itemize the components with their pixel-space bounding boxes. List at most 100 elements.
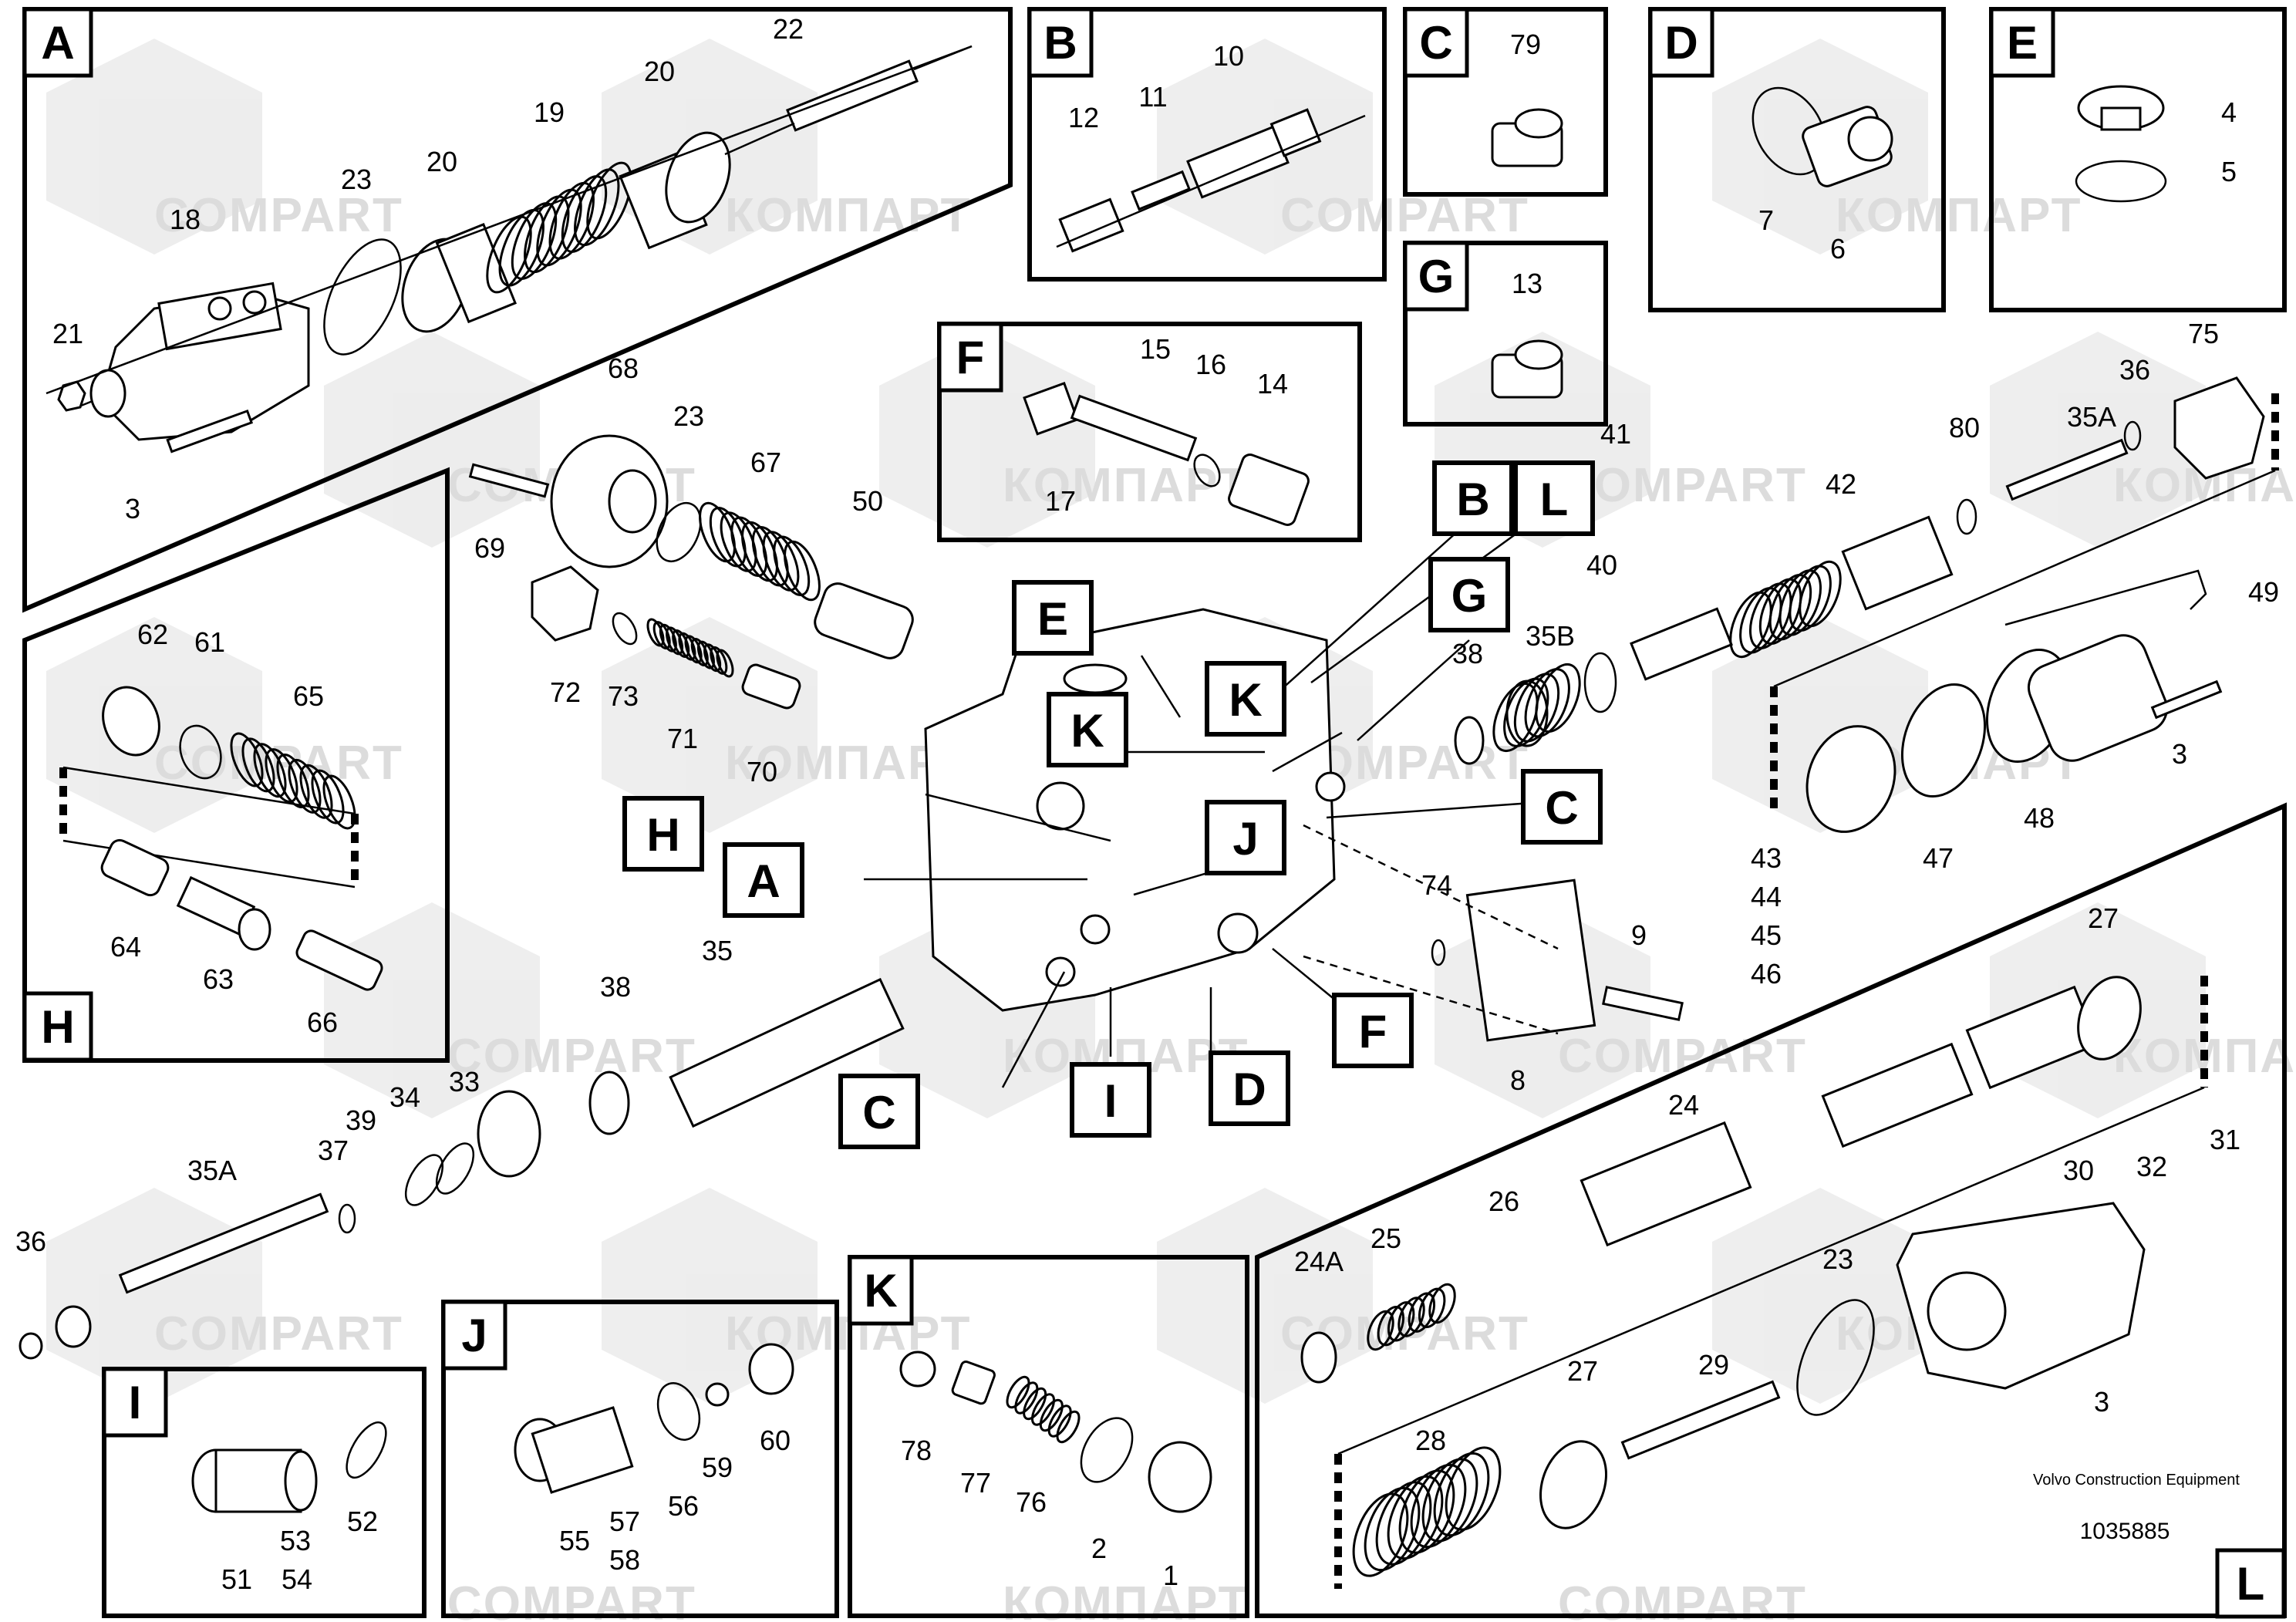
part-number-label: 42 [1826,468,1856,500]
part-number-label: 26 [1489,1185,1519,1217]
watermark-text: COMPART [154,189,403,242]
panel-g-letter: G [1418,251,1455,302]
panel-c-letter: C [1419,17,1452,69]
diagram-title: Volvo Construction Equipment [2033,1472,2240,1489]
part-number-label: 16 [1195,349,1226,380]
bolt-part [468,463,550,498]
callout-box [1012,580,1094,656]
part-number-label: 17 [1045,485,1076,517]
callout-letter: F [1359,1006,1387,1057]
watermark-text: КОМПАРТ [1836,189,2082,242]
part-number-label: 74 [1421,869,1452,901]
panel-d-letter: D [1664,17,1698,69]
bolt-part [2150,679,2223,720]
callout-letter: C [1545,782,1578,834]
poppet-part [951,1360,996,1405]
part-number-label: 37 [318,1135,349,1166]
bolt-part [166,409,254,454]
plug-part [1802,106,1893,187]
part-number-label: 38 [1452,638,1483,669]
callout-box [1521,769,1603,845]
part-number-label: 2 [1091,1533,1107,1564]
panel-i: I [102,1367,426,1618]
ball-part [899,1351,936,1388]
part-number-label: 35 [702,935,733,966]
o-ring-part [323,238,402,356]
part-number-label: 52 [347,1506,378,1537]
callout-box [622,796,704,872]
part-number-label: 35A [2067,401,2116,433]
panel-h-letter: H [41,1001,74,1053]
panel-e-letter: E [2007,17,2038,69]
seat-part [1539,1440,1608,1529]
part-number-label: 65 [293,680,324,712]
part-number-label: 51 [221,1563,252,1595]
panel-g: G [1403,241,1608,427]
washer-part [2075,160,2167,203]
part-number-label: 75 [2188,318,2219,349]
ring-part [435,1142,475,1195]
washer-part [1752,86,1827,176]
part-number-label: 3 [125,493,140,524]
part-number-label: 18 [170,204,201,235]
watermark-text: COMPART [154,1307,403,1361]
part-number-label: 35B [1526,620,1575,652]
spool-part [477,977,905,1178]
part-number-label: 35A [187,1155,237,1186]
panel-b-letter: B [1043,17,1077,69]
spring-part [486,161,632,294]
spring-part [1352,1446,1502,1577]
o-ring-part [1431,939,1446,966]
part-number-label: 71 [667,723,698,754]
o-ring-part [179,724,222,780]
part-number-label: 20 [644,56,675,87]
watermark-text: COMPART [1280,189,1529,242]
drain-plug-part [2077,85,2165,131]
washer-part [1080,1417,1134,1483]
part-number-label: 72 [550,676,581,708]
panel-f-letter: F [956,332,985,383]
panel-h: H [22,467,450,1063]
part-number-label: 30 [2063,1155,2094,1186]
part-number-label: 76 [1016,1486,1047,1518]
spring-part [1729,560,1842,659]
part-number-label: 57 [609,1506,640,1537]
cap-part [102,686,160,757]
part-number-label: 24A [1294,1246,1344,1277]
diagram-number: 1035885 [2080,1519,2170,1544]
part-number-label: 58 [609,1544,640,1576]
callout-box [1070,1062,1151,1138]
callout-box [1047,692,1128,767]
part-number-label: 56 [668,1490,699,1522]
spool-part [1300,976,2142,1384]
part-number-label: 29 [1698,1349,1729,1381]
part-number-label: 28 [1415,1425,1446,1456]
part-number-label: 27 [1567,1355,1598,1387]
part-number-label: 22 [773,13,804,45]
cap-part [814,582,914,659]
solenoid-part [1770,393,2279,833]
watermark-text: КОМПАРТ [725,189,971,242]
part-number-label: 68 [608,352,639,384]
part-number-label: 67 [750,447,781,478]
part-number-label: 3 [2094,1386,2109,1418]
part-number-label: 34 [389,1081,420,1113]
callout-letter: J [1232,813,1258,865]
part-number-label: 36 [15,1226,46,1257]
panel-l-letter: L [2237,1558,2265,1610]
part-number-label: 50 [852,485,883,517]
callout-box [838,1074,920,1149]
panel-d: D [1648,7,1946,312]
part-number-label: 44 [1751,881,1782,912]
plug-part [1491,339,1563,399]
part-number-label: 39 [346,1104,376,1136]
panel-l: L [1255,802,2287,1619]
callout-box [1332,993,1414,1068]
part-number-label: 13 [1512,268,1542,299]
valve-housing-part [89,282,310,441]
part-number-label: 45 [1751,919,1782,951]
spring-part [646,618,734,678]
callout-letter: C [862,1087,895,1138]
part-number-label: 60 [760,1425,791,1456]
